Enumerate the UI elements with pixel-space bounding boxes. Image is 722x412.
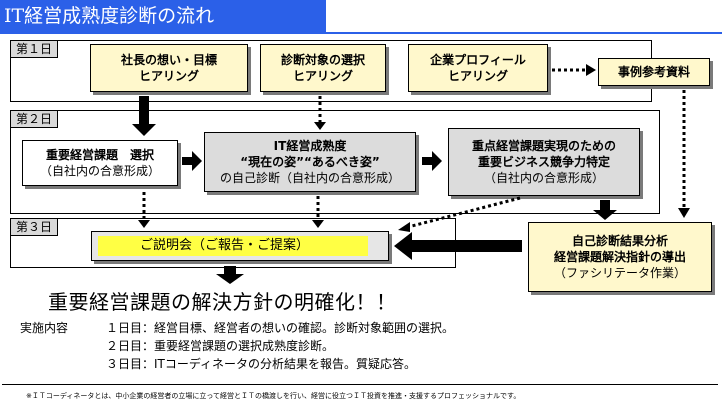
box-explanation-meeting: ご説明会（ご報告・ご提案）	[91, 231, 389, 261]
arrow-issue-down-head	[138, 220, 150, 228]
box-ceo-hearing-line2: ヒアリング	[138, 69, 199, 83]
arrow-explanation-down-shaft	[224, 266, 236, 276]
arrow-issue-to-maturity	[182, 151, 202, 171]
footnote: ※ＩＴコーディネータとは、中小企業の経営者の立場に立って経営とＩＴの橋渡しを行い…	[26, 392, 521, 400]
arrow-day1-to-day2-head	[132, 124, 156, 136]
arrow-scope-head	[314, 122, 326, 130]
box-analysis-line2: 経営課題解決指針の導出	[553, 250, 686, 264]
box-result-analysis: 自己診断結果分析 経営課題解決指針の導出 （ファシリテータ作業）	[528, 222, 712, 292]
box-competitiveness: 重点経営課題実現のための 重要ビジネス競争力特定 （自社内の合意形成）	[448, 128, 640, 196]
box-maturity-line2: “現在の姿”“あるべき姿”	[240, 155, 380, 169]
arrow-competitiveness-down-shaft	[600, 200, 610, 212]
box-profile-hearing-line2: ヒアリング	[447, 69, 508, 83]
arrow-day1-to-day2-shaft	[139, 96, 149, 126]
box-maturity-line3: の自己診断（自社内の合意形成）	[219, 171, 400, 185]
detail-line-day3: ３日目：ITコーディネータの分析結果を報告。質疑応答。	[106, 357, 417, 371]
box-analysis-line1: 自己診断結果分析	[571, 234, 668, 248]
day2-tab: 第２日	[10, 110, 58, 128]
box-maturity-line1: IT経営成熟度	[273, 139, 347, 153]
explanation-label: ご説明会（ご報告・ご提案）	[98, 236, 368, 256]
arrow-case-to-analysis-head	[678, 208, 690, 218]
page-title: IT経営成熟度診断の流れ	[0, 0, 326, 32]
detail-line-day2: ２日目：重要経営課題の選択成熟度診断。	[106, 339, 335, 353]
box-case-materials: 事例参考資料	[598, 58, 710, 86]
arrow-explanation-down-head	[216, 274, 244, 284]
box-key-issue-select: 重要経営課題 選択 （自社内の合意形成）	[22, 140, 178, 186]
box-profile-hearing: 企業プロフィール ヒアリング	[408, 44, 548, 92]
conclusion-text: 重要経営課題の解決方針の明確化！！	[48, 290, 397, 314]
box-competitiveness-line2: 重要ビジネス競争力特定	[477, 155, 610, 169]
day1-tab: 第１日	[10, 40, 58, 58]
box-analysis-line3: （ファシリテータ作業）	[553, 266, 686, 280]
title-rule	[0, 32, 722, 34]
arrow-maturity-to-competitiveness	[422, 151, 442, 171]
box-ceo-hearing: 社長の想い・目標 ヒアリング	[90, 44, 248, 92]
arrow-profile-to-case-head	[586, 64, 596, 76]
bottom-rule	[2, 384, 718, 385]
box-competitiveness-line3: （自社内の合意形成）	[483, 171, 604, 185]
detail-line-day1: １日目：経営目標、経営者の想いの確認。診断対象範囲の選択。	[106, 321, 455, 335]
box-case-materials-label: 事例参考資料	[617, 65, 690, 79]
box-key-issue-line1: 重要経営課題 選択	[45, 148, 154, 162]
box-ceo-hearing-line1: 社長の想い・目標	[120, 53, 217, 67]
box-profile-hearing-line1: 企業プロフィール	[430, 53, 526, 67]
details-label: 実施内容	[20, 321, 69, 335]
arrow-analysis-to-explanation	[394, 232, 522, 260]
arrow-competitiveness-down-head	[593, 210, 617, 220]
box-scope-hearing-line1: 診断対象の選択	[280, 53, 365, 67]
arrow-competitiveness-diagonal	[403, 196, 521, 230]
box-competitiveness-line1: 重点経営課題実現のための	[471, 139, 616, 153]
box-scope-hearing: 診断対象の選択 ヒアリング	[260, 44, 386, 92]
arrow-maturity-down-head	[312, 220, 324, 228]
box-key-issue-line2: （自社内の合意形成）	[39, 164, 160, 178]
arrow-competitiveness-diagonal-head	[398, 222, 410, 232]
box-maturity-diagnosis: IT経営成熟度 “現在の姿”“あるべき姿” の自己診断（自社内の合意形成）	[204, 132, 416, 192]
day3-tab: 第３日	[10, 218, 58, 236]
box-scope-hearing-line2: ヒアリング	[292, 69, 353, 83]
